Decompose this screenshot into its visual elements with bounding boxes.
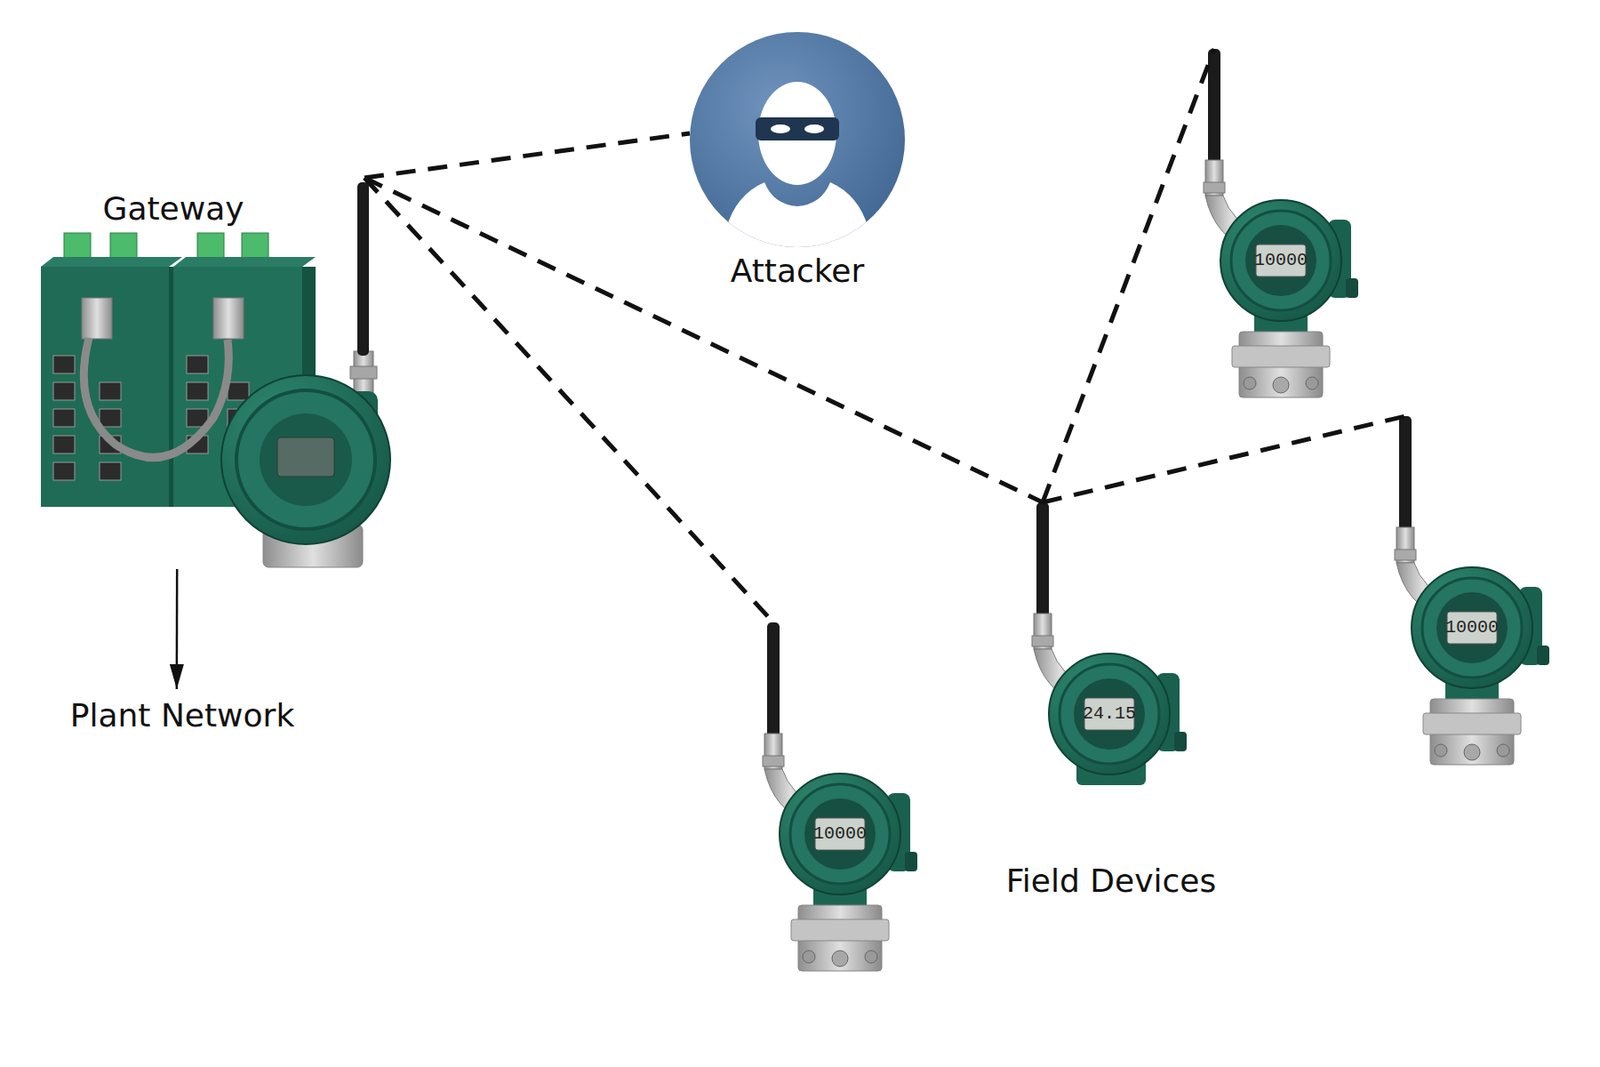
display-readout: 10000 [1249, 244, 1312, 277]
node-label: Gateway [35, 186, 312, 232]
wireless-transmitter [1032, 502, 1187, 785]
display-readout: 10000 [1440, 611, 1504, 644]
gateway-node: Gateway [35, 177, 409, 569]
group-label: Field Devices [977, 858, 1245, 904]
attacker-icon [689, 32, 905, 258]
node-label: Plant Network [44, 693, 320, 738]
node-label: Attacker [689, 248, 905, 294]
field-device-node: 24.15 [1024, 502, 1203, 787]
field-device-node: 10000 [755, 622, 934, 978]
field-device-node: 10000 [1387, 416, 1566, 772]
wireless-link [364, 177, 1043, 503]
wireless-link [1042, 48, 1215, 503]
display-readout: 24.15 [1078, 697, 1141, 730]
wireless-link [1042, 416, 1406, 503]
attacker-node: Attacker [689, 32, 905, 290]
pressure-transmitter [1394, 416, 1550, 765]
wireless-link [364, 177, 774, 623]
pressure-transmitter [762, 622, 918, 971]
field-device-node: 10000 [1196, 48, 1375, 405]
wireless-link [364, 133, 690, 178]
plant-network-node: Plant Network [44, 688, 320, 743]
gateway-illustration [40, 182, 391, 568]
display-readout: 10000 [808, 817, 872, 850]
pressure-transmitter [1203, 48, 1359, 398]
flow-arrow [176, 568, 179, 689]
